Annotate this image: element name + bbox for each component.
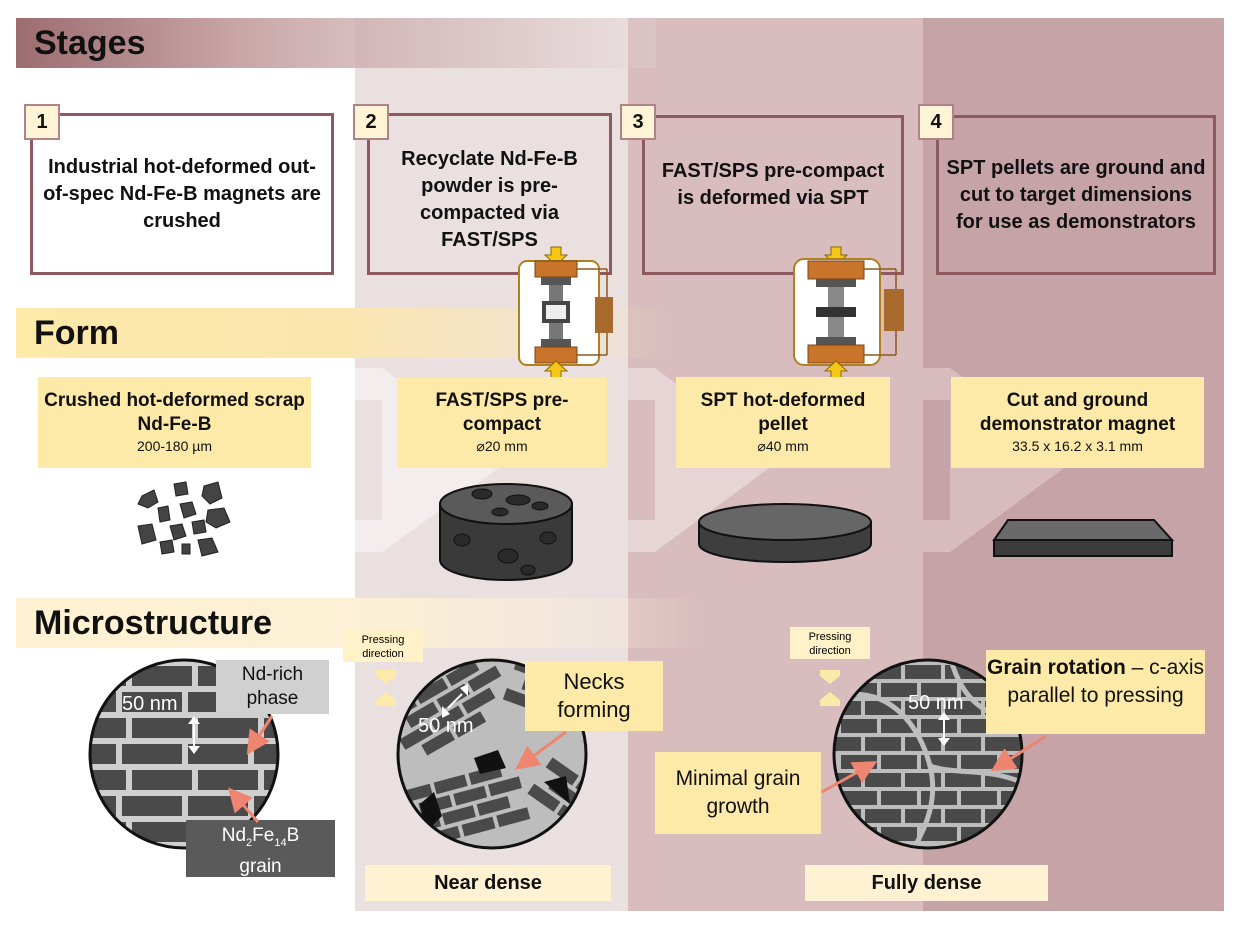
step-1-text: Industrial hot-deformed out-of-spec Nd-F… — [43, 155, 321, 232]
form-box-precompact: FAST/SPS pre-compact ⌀20 mm — [397, 377, 607, 468]
band-stages: Stages — [16, 18, 656, 68]
form-size: ⌀20 mm — [476, 438, 528, 454]
form-title: Crushed hot-deformed scrap Nd-Fe-B — [44, 390, 305, 435]
demonstrator-magnet-image — [992, 519, 1175, 557]
scale-label: 50 nm — [908, 692, 964, 714]
form-box-crushed: Crushed hot-deformed scrap Nd-Fe-B 200-1… — [38, 377, 311, 468]
arrow-grain — [228, 787, 260, 823]
form-box-pellet: SPT hot-deformed pellet ⌀40 mm — [676, 377, 890, 468]
step-1-number: 1 — [24, 104, 60, 140]
form-size: ⌀40 mm — [757, 438, 809, 454]
form-size: 200-180 µm — [137, 438, 212, 454]
step-3-box: FAST/SPS pre-compact is deformed via SPT — [642, 115, 904, 275]
microstructure-fully-dense-image — [832, 658, 1024, 850]
arrow-nd-rich — [246, 715, 274, 756]
crushed-fragments-image — [137, 481, 231, 557]
fully-dense-label: Fully dense — [805, 865, 1048, 901]
step-2-number: 2 — [353, 104, 389, 140]
form-box-magnet: Cut and ground demonstrator magnet 33.5 … — [951, 377, 1204, 468]
step-2-box: Recyclate Nd-Fe-B powder is pre-compacte… — [367, 113, 612, 275]
step-2-text: Recyclate Nd-Fe-B powder is pre-compacte… — [401, 148, 578, 251]
step-1-box: Industrial hot-deformed out-of-spec Nd-F… — [30, 113, 334, 275]
band-microstructure: Microstructure — [16, 598, 706, 648]
fast-sps-press-icon — [518, 246, 613, 380]
step-4-number: 4 — [918, 104, 954, 140]
scale-label: 50 nm — [418, 715, 474, 737]
form-title: FAST/SPS pre-compact — [435, 390, 569, 435]
near-dense-label: Near dense — [365, 865, 611, 901]
microstructure-near-dense-image — [396, 658, 588, 850]
precompact-cylinder-image — [439, 483, 573, 581]
spt-press-icon — [793, 246, 904, 380]
nd-rich-phase-label: Nd-rich phase — [216, 660, 329, 714]
grain-rotation-label: Grain rotation – c-axis parallel to pres… — [986, 650, 1205, 734]
step-3-text: FAST/SPS pre-compact is deformed via SPT — [661, 160, 885, 209]
pressing-direction-arrows-icon — [820, 670, 840, 706]
arrow-minimal — [821, 761, 878, 794]
pressing-direction-label: Pressing direction — [790, 627, 870, 659]
form-title: SPT hot-deformed pellet — [700, 390, 866, 435]
scale-label: 50 nm — [122, 693, 178, 715]
form-title: Cut and ground demonstrator magnet — [979, 390, 1176, 435]
pressing-direction-label: Pressing direction — [343, 630, 423, 662]
arrow-rotation — [990, 734, 1047, 772]
arrow-necks — [515, 730, 567, 770]
step-4-box: SPT pellets are ground and cut to target… — [936, 115, 1216, 275]
form-size: 33.5 x 16.2 x 3.1 mm — [1012, 438, 1143, 454]
grain-label: Nd2Fe14B grain — [186, 820, 335, 877]
step-3-number: 3 — [620, 104, 656, 140]
minimal-grain-growth-label: Minimal grain growth — [655, 752, 821, 834]
spt-pellet-image — [698, 503, 872, 563]
necks-forming-label: Necks forming — [525, 661, 663, 731]
pressing-direction-arrows-icon — [376, 670, 396, 706]
step-4-text: SPT pellets are ground and cut to target… — [946, 156, 1206, 233]
